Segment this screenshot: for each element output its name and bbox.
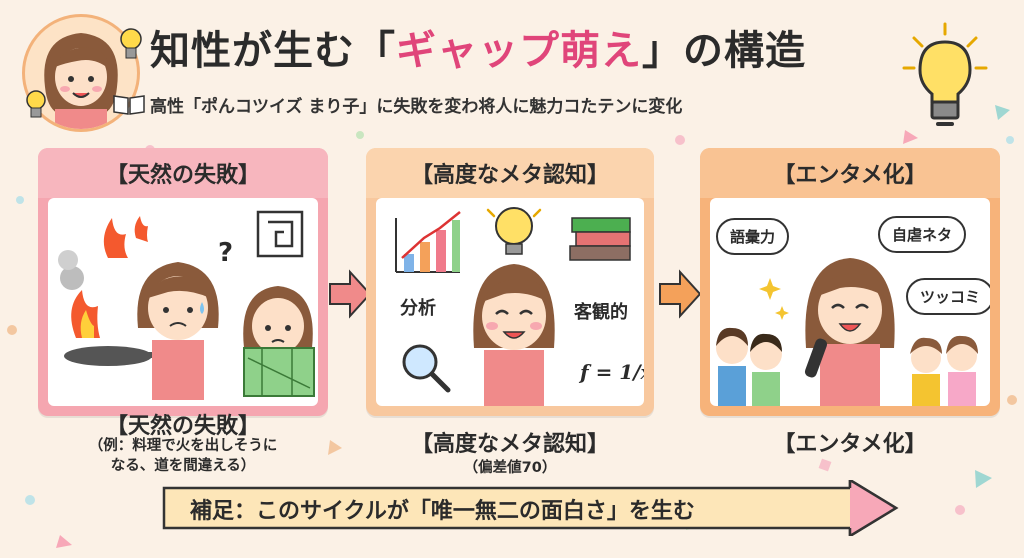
speech-bubble-tsukkomi: ツッコミ (906, 278, 990, 315)
meta-cognition-illustration (395, 207, 631, 406)
title-highlight: ギャップ萌え (396, 28, 642, 74)
question-mark: ? (218, 238, 234, 268)
girl-face-icon (44, 33, 118, 129)
footer-text: 補足：このサイクルが「唯一無二の面白さ」を生む (190, 499, 695, 524)
bar-chart-icon (395, 211, 461, 273)
panel-heading: 【天然の失敗】 (38, 148, 328, 198)
panel-illustration: 語彙力 自虐ネタ ツッコミ (710, 198, 990, 406)
panel-meta-cognition: 【高度なメタ認知】 (366, 148, 654, 416)
panel-entertainment: 【エンタメ化】 (700, 148, 1000, 416)
lightbulb-icon (902, 22, 988, 126)
entertainment-illustration (716, 258, 978, 406)
speech-bubble-self-deprecation: 自虐ネタ (878, 216, 967, 253)
speech-bubble-vocabulary: 語彙力 (716, 218, 790, 255)
label-analysis: 分析 (400, 298, 436, 319)
page-title: 知性が生む「ギャップ萌え」の構造 (150, 28, 806, 74)
page-subtitle: 高性「ポんコツイズ まり子」に失敗を変わ将人に魅力コたテンに変化 (150, 97, 683, 117)
arrow-right-icon (659, 269, 702, 319)
book-icon (113, 95, 145, 115)
caption-detail: なる、道を間違える） (110, 458, 256, 474)
caption-title: 【高度なメタ認知】 (410, 432, 609, 457)
small-bulb-icon (120, 28, 142, 59)
caption-title: 【天然の失敗】 (105, 414, 260, 439)
label-objective: 客観的 (574, 302, 628, 323)
failure-illustration (58, 210, 315, 400)
caption-detail: （偏差値70） (463, 460, 557, 476)
formula: f = 1/x (580, 360, 644, 384)
caption-detail: （例：料理で火を出しそうに (88, 438, 278, 454)
panel-illustration: 分析 客観的 f = 1/x (376, 198, 644, 406)
small-bulb-icon (26, 90, 46, 118)
panel-heading: 【エンタメ化】 (700, 148, 1000, 198)
panel-heading: 【高度なメタ認知】 (366, 148, 654, 198)
arrow-right-icon (329, 269, 372, 319)
panel-illustration: ? (48, 198, 318, 406)
panel-natural-failure: 【天然の失敗】 (38, 148, 328, 416)
footer-arrow (162, 480, 899, 536)
caption-title: 【エンタメ化】 (773, 432, 927, 457)
